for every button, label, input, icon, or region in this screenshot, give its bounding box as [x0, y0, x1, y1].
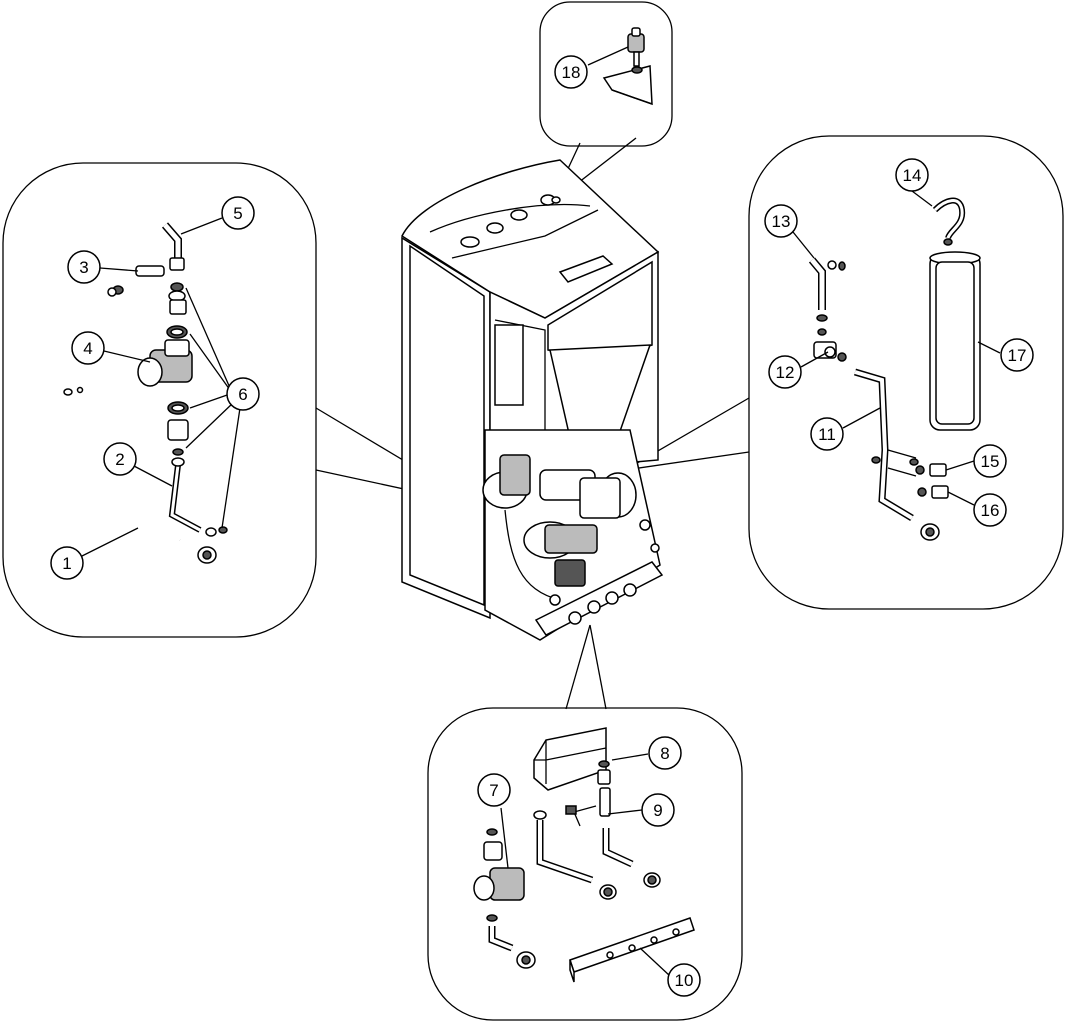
- callout-14: 14: [895, 158, 929, 192]
- callout-2-label: 2: [115, 450, 124, 469]
- callout-13-label: 13: [772, 212, 791, 231]
- callout-9: 9: [641, 793, 675, 827]
- callout-10: 10: [667, 963, 701, 997]
- callout-3: 3: [67, 250, 101, 284]
- callout-10-label: 10: [675, 971, 694, 990]
- callout-11-label: 11: [818, 425, 836, 444]
- callout-15-label: 15: [981, 452, 1000, 471]
- callout-1-label: 1: [62, 554, 71, 573]
- right-panel-parts: [808, 197, 981, 541]
- callout-6: 6: [226, 377, 260, 411]
- callout-17-label: 17: [1008, 346, 1027, 365]
- detail-panel-bottom: [427, 707, 743, 1021]
- detail-panel-top: [539, 1, 673, 147]
- callout-18-label: 18: [562, 63, 581, 82]
- bottom-panel-parts: [473, 727, 695, 983]
- callout-14-label: 14: [903, 166, 922, 185]
- callout-11: 11: [810, 417, 844, 451]
- callout-13: 13: [764, 204, 798, 238]
- callout-7-label: 7: [489, 781, 498, 800]
- callout-17: 17: [1000, 338, 1034, 372]
- boiler-unit: [401, 159, 664, 641]
- callout-16-label: 16: [981, 501, 1000, 520]
- callout-8-label: 8: [660, 744, 669, 763]
- callout-18: 18: [554, 55, 588, 89]
- leader-lines: [81, 46, 1001, 977]
- callout-15: 15: [973, 444, 1007, 478]
- left-panel-parts: [60, 222, 228, 564]
- callout-16: 16: [973, 493, 1007, 527]
- callout-12: 12: [768, 355, 802, 389]
- callout-12-label: 12: [776, 363, 795, 382]
- callout-5-label: 5: [233, 204, 242, 223]
- callout-5: 5: [221, 196, 255, 230]
- top-panel-parts: [602, 27, 653, 106]
- callout-4-label: 4: [83, 339, 92, 358]
- callout-8: 8: [648, 736, 682, 770]
- callout-3-label: 3: [79, 258, 88, 277]
- callout-1: 1: [50, 546, 84, 580]
- callout-4: 4: [71, 331, 105, 365]
- callout-2: 2: [103, 442, 137, 476]
- detail-panel-right: [748, 135, 1064, 610]
- callout-9-label: 9: [653, 801, 662, 820]
- callout-7: 7: [477, 773, 511, 807]
- callout-6-label: 6: [238, 385, 247, 404]
- detail-panel-left: [2, 162, 317, 638]
